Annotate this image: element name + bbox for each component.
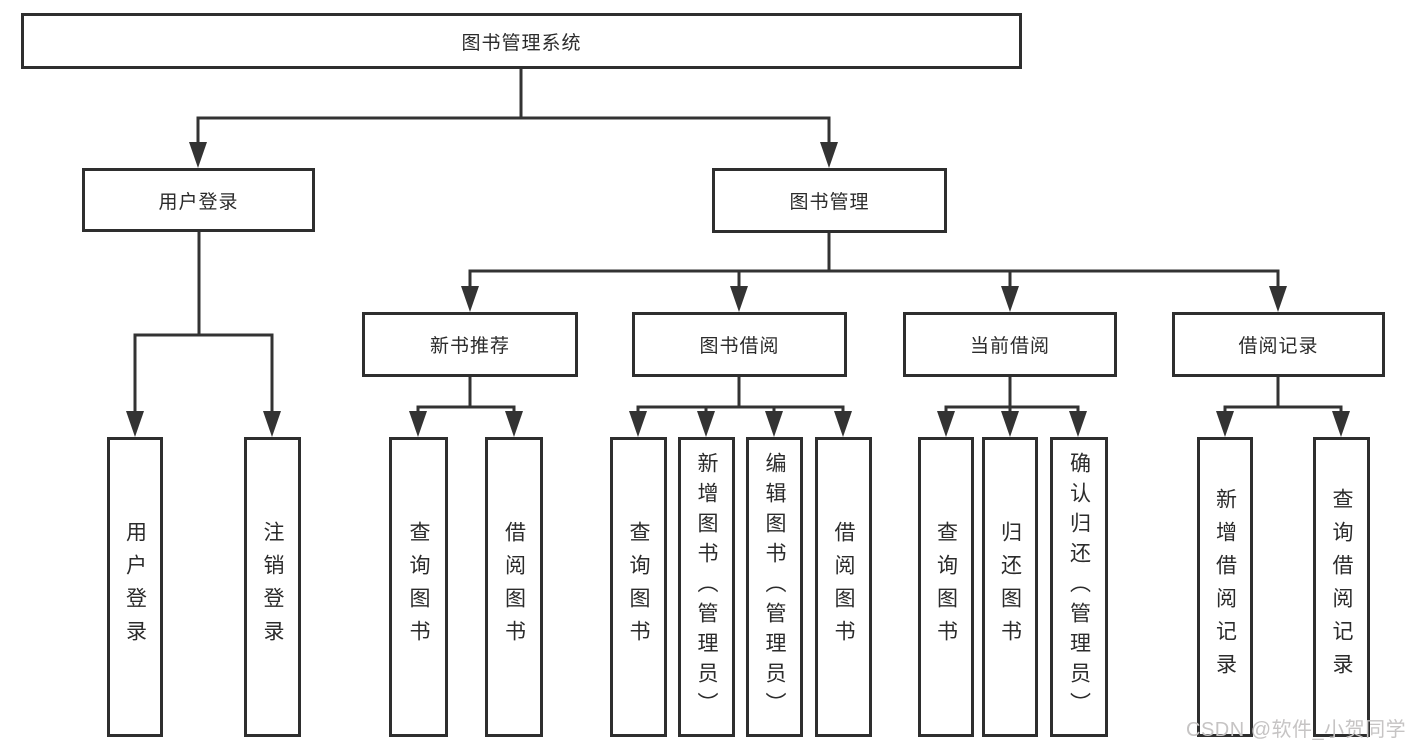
leaf-query-books-borrow: 查询图书 [610, 437, 667, 737]
leaf-user-login: 用户登录 [107, 437, 163, 737]
node-book-borrow: 图书借阅 [632, 312, 847, 377]
node-current-borrow: 当前借阅 [903, 312, 1117, 377]
leaf-borrow-books-recommend: 借阅图书 [485, 437, 543, 737]
node-new-book-recommend: 新书推荐 [362, 312, 578, 377]
leaf-edit-book-admin: 编辑图书（管理员） [746, 437, 803, 737]
node-library-system: 图书管理系统 [21, 13, 1022, 69]
leaf-edit-book-admin-label: 编辑图书（管理员） [763, 452, 786, 722]
leaf-borrow-books-recommend-label: 借阅图书 [502, 521, 526, 653]
leaf-query-books-borrow-label: 查询图书 [627, 521, 650, 653]
node-borrow-records: 借阅记录 [1172, 312, 1385, 377]
leaf-confirm-return-admin: 确认归还（管理员） [1050, 437, 1108, 737]
arrowheads [126, 142, 1350, 437]
leaf-logout: 注销登录 [244, 437, 301, 737]
node-book-management: 图书管理 [712, 168, 947, 233]
leaf-query-borrow-record: 查询借阅记录 [1313, 437, 1370, 737]
leaf-logout-label: 注销登录 [261, 521, 284, 653]
leaf-confirm-return-admin-label: 确认归还（管理员） [1067, 452, 1091, 722]
leaf-query-borrow-record-label: 查询借阅记录 [1330, 488, 1353, 686]
leaf-add-book-admin-label: 新增图书（管理员） [695, 452, 718, 722]
leaf-return-book-label: 归还图书 [998, 521, 1022, 653]
leaf-query-books-current-label: 查询图书 [934, 521, 958, 653]
leaf-add-book-admin: 新增图书（管理员） [678, 437, 735, 737]
leaf-borrow-books-borrow-label: 借阅图书 [832, 521, 855, 653]
leaf-user-login-label: 用户登录 [123, 521, 147, 653]
leaf-query-books-recommend-label: 查询图书 [407, 521, 430, 653]
leaf-borrow-books-borrow: 借阅图书 [815, 437, 872, 737]
leaf-add-borrow-record: 新增借阅记录 [1197, 437, 1253, 737]
leaf-query-books-current: 查询图书 [918, 437, 974, 737]
leaf-return-book: 归还图书 [982, 437, 1038, 737]
leaf-query-books-recommend: 查询图书 [389, 437, 448, 737]
node-user-login: 用户登录 [82, 168, 315, 232]
leaf-add-borrow-record-label: 新增借阅记录 [1213, 488, 1237, 686]
